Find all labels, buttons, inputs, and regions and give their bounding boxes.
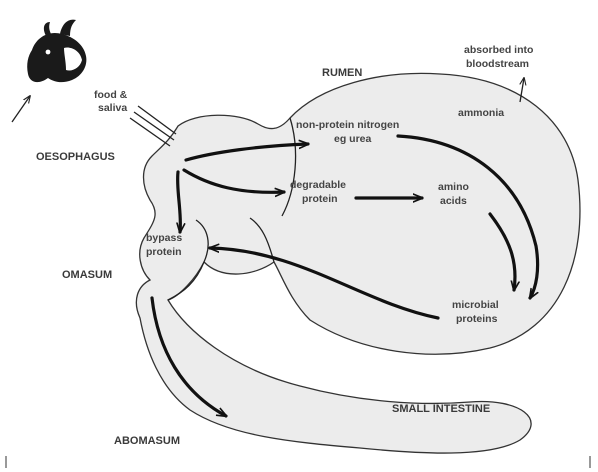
arrow-ammonia-to-blood xyxy=(520,78,524,103)
abomasum-label: ABOMASUM xyxy=(114,435,180,447)
ammonia-label: ammonia xyxy=(458,107,504,119)
arrow-to-bypass xyxy=(175,170,181,234)
amino-line2: acids xyxy=(440,195,467,207)
food-saliva-line2: saliva xyxy=(98,102,127,114)
oesophagus-label: OESOPHAGUS xyxy=(36,151,115,163)
npn-line1: non-protein nitrogen xyxy=(296,119,399,131)
food-saliva-line1: food & xyxy=(94,89,128,101)
bypass-line1: bypass xyxy=(146,232,182,244)
absorbed-line1: absorbed into xyxy=(464,44,533,56)
arrow-microbial-to-bypass xyxy=(208,248,440,320)
small-intestine-label: SMALL INTESTINE xyxy=(392,403,490,415)
labels: RUMEN OESOPHAGUS OMASUM ABOMASUM SMALL I… xyxy=(36,44,533,447)
microbial-line2: proteins xyxy=(456,313,498,325)
arrow-to-abomasum xyxy=(150,296,226,418)
arrow-amino-to-microbial xyxy=(488,212,515,290)
absorbed-line2: bloodstream xyxy=(466,58,529,70)
amino-line1: amino xyxy=(438,181,469,193)
microbial-line1: microbial xyxy=(452,299,499,311)
omasum-label: OMASUM xyxy=(62,269,112,281)
goat-head-icon xyxy=(27,19,87,83)
arrow-ammonia-to-microbial xyxy=(396,134,540,298)
degradable-line2: protein xyxy=(302,193,338,205)
npn-line2: eg urea xyxy=(334,133,372,145)
arrow-to-degradable xyxy=(182,168,286,192)
degradable-line1: degradable xyxy=(290,179,346,191)
bypass-line2: protein xyxy=(146,246,182,258)
rumen-label: RUMEN xyxy=(322,67,362,79)
oesophagus-tube xyxy=(129,105,177,147)
stomach-outline xyxy=(135,72,581,454)
arrow-to-npn xyxy=(184,144,310,162)
entry-arrow xyxy=(11,96,30,123)
flow-arrows xyxy=(150,78,540,418)
